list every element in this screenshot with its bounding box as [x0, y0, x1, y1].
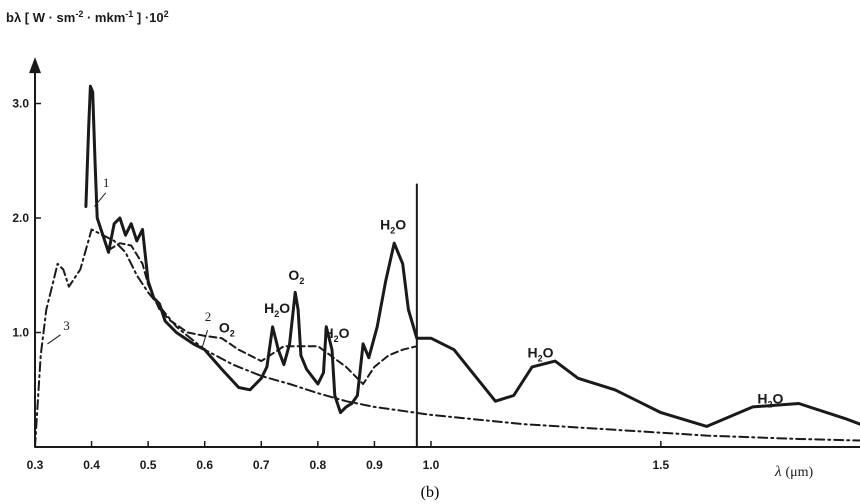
annotations-group: 123O2H2OO2H2OH2OH2OH2OCO2CO2	[47, 175, 784, 409]
series-1-leader	[94, 192, 107, 207]
species-label: H2O	[380, 216, 406, 235]
y-axis-label: bλ [ W · sm-2 · mkm-1 ] ·102	[6, 9, 169, 25]
species-label: H2O	[528, 345, 554, 364]
x-tick-label: 0.8	[310, 458, 327, 472]
axes: 0.30.40.50.60.70.80.91.01.52.02.51.02.03…	[12, 57, 860, 472]
y-tick-label: 2.0	[12, 211, 29, 225]
series-2-line	[107, 242, 418, 385]
x-axis-label: λ(μm)	[774, 464, 814, 480]
y-tick-label: 1.0	[12, 326, 29, 340]
x-tick-label: 0.4	[83, 458, 100, 472]
figure-caption: (b)	[421, 484, 440, 501]
y-tick-label: 3.0	[12, 97, 29, 111]
x-tick-label: 0.6	[196, 458, 213, 472]
species-label: H2O	[757, 390, 783, 409]
x-tick-label: 1.0	[423, 458, 440, 472]
x-tick-label: 0.5	[140, 458, 157, 472]
series-3-label: 3	[63, 318, 70, 333]
series-1-label: 1	[103, 175, 110, 190]
x-tick-label: 0.7	[253, 458, 270, 472]
series-2-label: 2	[205, 309, 212, 324]
species-label: O2	[219, 320, 235, 339]
series-2-leader	[201, 330, 209, 349]
species-label: O2	[288, 267, 304, 286]
species-label: H2O	[324, 325, 350, 344]
x-tick-label: 0.9	[366, 458, 383, 472]
species-label: H2O	[264, 300, 290, 319]
series-3-leader	[47, 334, 61, 345]
y-axis-arrow	[29, 57, 41, 74]
x-tick-label: 0.3	[27, 458, 44, 472]
series-group	[34, 84, 860, 448]
x-tick-label: 1.5	[653, 458, 670, 472]
series-1-line	[84, 84, 860, 428]
series-3-line	[34, 228, 860, 448]
